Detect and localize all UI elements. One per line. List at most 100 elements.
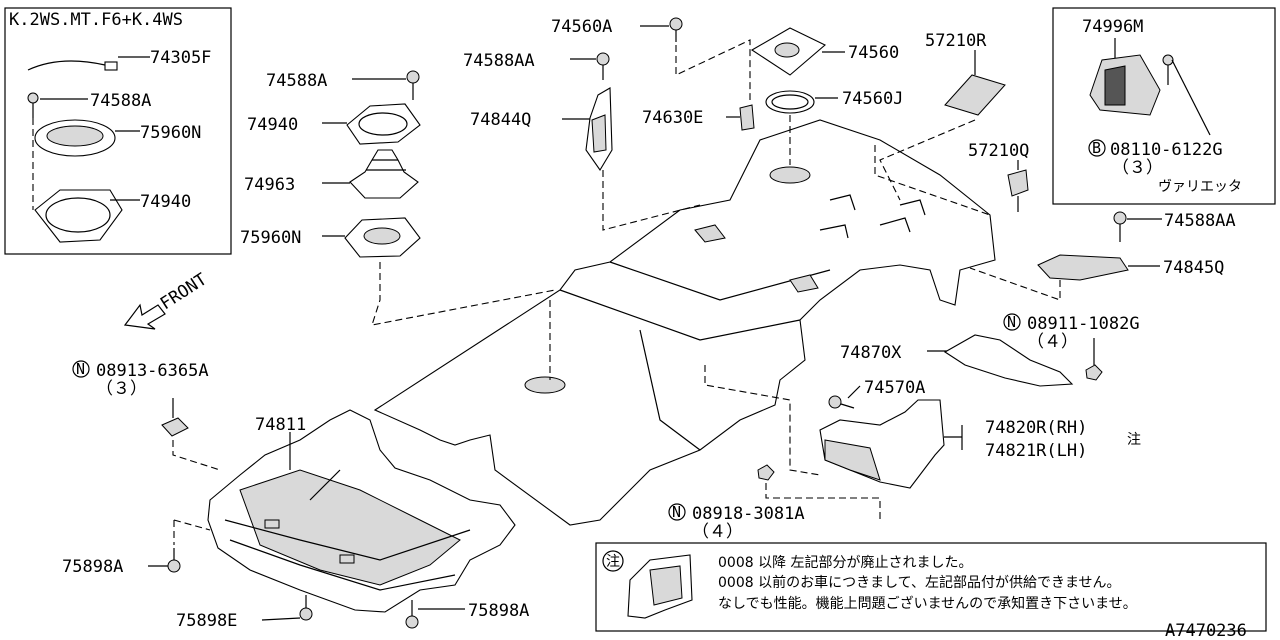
note-line-2: 0008 以前のお車につきまして、左記部品付が供給できません。: [718, 574, 1121, 591]
note-line-1: 0008 以降 左記部分が廃止されました。: [718, 554, 973, 571]
label-74845Q: 74845Q: [1163, 258, 1224, 278]
label-75960N: 75960N: [240, 228, 301, 248]
label-nut3-qty: （４）: [692, 522, 743, 542]
nut1-prefix: N: [1007, 313, 1016, 331]
bracket-74845Q: [1037, 254, 1129, 281]
floor-outline: [373, 119, 996, 526]
floor-hole-1: [769, 166, 811, 184]
label-74588AA-top: 74588AA: [463, 51, 535, 71]
label-75960N-inset: 75960N: [140, 123, 201, 143]
pad-57210R: [944, 74, 1006, 116]
note-line-3: なしでも性能。機能上問題ございませんので承知置き下さいませ。: [718, 595, 1137, 612]
label-74588AA-right: 74588AA: [1164, 211, 1236, 231]
label-57210Q: 57210Q: [968, 141, 1029, 161]
label-08918-3081A: 08918-3081A: [692, 504, 805, 524]
nut1-prefix-circle: [1003, 313, 1021, 331]
floor-pad-2: [789, 274, 819, 293]
floor-slot-3: [819, 224, 849, 239]
label-74588A-inset: 74588A: [90, 91, 151, 111]
label-74560J: 74560J: [842, 89, 903, 109]
ring-74560J-inner: [771, 94, 809, 110]
dash-74570A: [704, 365, 821, 476]
cable-part: [27, 60, 106, 71]
left-inset-title: K.2WS.MT.F6+K.4WS: [9, 10, 183, 30]
left-inset: K.2WS.MT.F6+K.4WS 74305F 74588A 75960N 7…: [4, 7, 232, 255]
nut2-prefix: N: [76, 360, 85, 378]
note-box-frame: [595, 542, 1267, 632]
nut3-prefix: N: [672, 503, 681, 521]
undercover-rib-2: [229, 539, 456, 591]
nut3-prefix-circle: [668, 503, 686, 521]
label-variation: ヴァリエッタ: [1158, 178, 1242, 195]
note-bracket-face: [649, 565, 683, 606]
label-bolt-qty: （３）: [1112, 158, 1163, 178]
bolt-icon-inset: [1162, 54, 1174, 66]
diagram-id: A7470236: [1165, 621, 1247, 640]
floor-slot-4: [879, 217, 911, 233]
leader-75898E: [261, 617, 301, 621]
undercover-rod: [309, 469, 341, 501]
bolt-icon-74588AA-top: [596, 52, 610, 66]
bolt-icon-74588AA-right: [1113, 211, 1127, 225]
boot-inner: [46, 125, 104, 147]
undercover-slot-2: [339, 554, 355, 564]
label-08913-6365A: 08913-6365A: [96, 361, 209, 381]
label-08911-1082G: 08911-1082G: [1027, 314, 1140, 334]
mount-74560-center: [774, 42, 800, 58]
label-nut2-qty: （３）: [96, 379, 147, 399]
undercover-slot-1: [264, 519, 280, 529]
plate-74940-hole: [358, 112, 408, 136]
dash-75898A-left: [173, 519, 211, 545]
label-08110-6122G: 08110-6122G: [1110, 140, 1223, 160]
label-74560: 74560: [848, 43, 899, 63]
clip-75898A-bottom: [405, 615, 419, 629]
bolt-icon-74560A: [669, 17, 683, 31]
dash-08918: [765, 483, 881, 520]
floor-pad-1: [694, 224, 726, 243]
left-inset-frame: [4, 7, 232, 255]
label-75898A-bottom: 75898A: [468, 601, 529, 621]
label-74963: 74963: [244, 175, 295, 195]
bracket-74844Q-face: [591, 114, 607, 153]
cable-connector: [104, 61, 118, 71]
label-74940-inset: 74940: [140, 192, 191, 212]
leader-bolt-inset: [1171, 59, 1211, 136]
clip-75898A-left: [167, 559, 181, 573]
leader-74570A: [847, 385, 861, 399]
bolt-icon-74570A: [828, 395, 842, 409]
label-74560A: 74560A: [551, 17, 612, 37]
floor-ridge-1: [559, 289, 801, 341]
label-74820R: 74820R(RH): [985, 418, 1087, 438]
plate-74940: [346, 103, 421, 145]
bracket-shadow: [1104, 65, 1126, 106]
ring-74560J: [765, 90, 815, 114]
label-74996M: 74996M: [1082, 17, 1143, 37]
floor-hole-2: [524, 376, 566, 394]
undercover-rib-1: [224, 519, 471, 561]
nut-08918: [757, 464, 775, 481]
nut2-prefix-circle: [72, 360, 90, 378]
bolt-icon: [27, 92, 39, 104]
label-74844Q: 74844Q: [470, 110, 531, 130]
bolt-prefix: B: [1092, 139, 1101, 157]
label-74570A: 74570A: [864, 378, 925, 398]
note-mark: 注: [606, 554, 620, 570]
label-74588A: 74588A: [266, 71, 327, 91]
right-inset: 74996M B 08110-6122G （３） ヴァリエッタ: [1052, 7, 1276, 205]
dash-74560A: [675, 39, 751, 100]
bracket-74820R-face: [824, 439, 881, 481]
label-front: FRONT: [157, 270, 211, 315]
floor-slot-1: [829, 194, 856, 211]
dash-74844Q: [602, 170, 701, 231]
clip-57210Q: [1007, 169, 1029, 197]
label-74630E: 74630E: [642, 108, 703, 128]
label-74811: 74811: [255, 415, 306, 435]
floor-slot-2: [899, 199, 926, 216]
floor-panel: [373, 119, 996, 526]
label-74940: 74940: [247, 115, 298, 135]
dash-74845Q: [969, 267, 1061, 301]
dash-08913: [172, 440, 221, 471]
label-74870X: 74870X: [840, 343, 902, 363]
dash-57210R: [879, 119, 976, 201]
